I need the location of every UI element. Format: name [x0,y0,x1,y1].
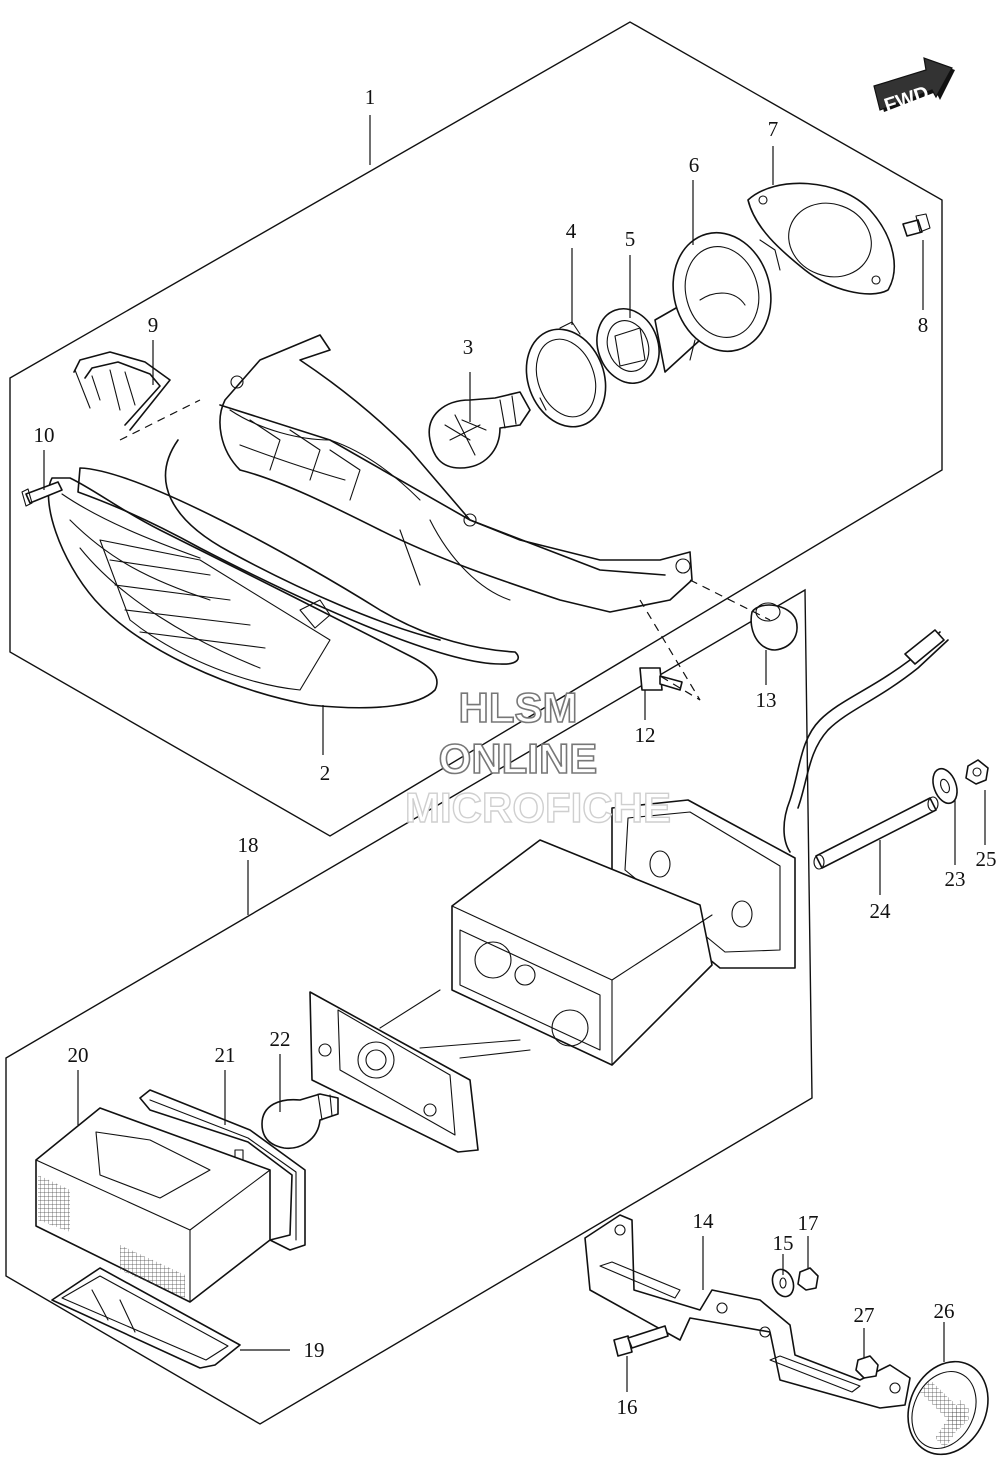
callout-leaders [43,115,986,1392]
part-1-housing [219,334,693,613]
part-26-cap [907,1360,989,1456]
callout-27: 27 [854,1303,875,1327]
callout-7: 7 [768,117,779,141]
wire-harness [783,629,949,853]
part-16-screw [613,1325,669,1357]
callout-23: 23 [945,867,966,891]
part-18-housing-box [451,839,713,1066]
part-18-mount-plate [611,799,796,969]
callout-17: 17 [798,1211,819,1235]
callout-12: 12 [635,723,656,747]
part-9-clip [73,351,171,431]
part-6-holder [672,231,781,361]
watermark: HLSM ONLINE MICROFICHE [404,683,671,832]
callout-21: 21 [215,1043,236,1067]
callout-1: 1 [365,85,376,109]
callout-25: 25 [976,847,997,871]
part-23-washer [932,767,958,805]
part-3-bulb [428,391,531,469]
part-22-bulb [261,1093,339,1149]
assembly-frame-1 [9,21,943,837]
callout-19: 19 [304,1338,325,1362]
callout-9: 9 [148,313,159,337]
callout-2: 2 [320,761,331,785]
callout-24: 24 [870,899,892,923]
callout-26: 26 [934,1299,955,1323]
callout-6: 6 [689,153,700,177]
watermark-line-2: ONLINE [439,735,598,782]
callout-18: 18 [238,833,259,857]
callout-20: 20 [68,1043,89,1067]
part-2-lens [47,439,519,709]
callout-3: 3 [463,335,474,359]
assembly-frame-18 [5,588,813,1425]
part-8-bolt [902,213,931,237]
callout-8: 8 [918,313,929,337]
watermark-line-3: MICROFICHE [405,784,671,831]
watermark-line-1: HLSM [459,684,578,731]
assembly-guide-lines [119,399,771,701]
part-10-screw [21,481,63,507]
callout-15: 15 [773,1231,794,1255]
callout-labels: 1 2 3 4 5 6 7 8 9 10 12 13 14 15 16 17 1… [34,85,997,1419]
part-15-washer [771,1268,795,1298]
part-27-nut [855,1355,879,1379]
part-18-socket-plate [309,989,531,1153]
callout-10: 10 [34,423,55,447]
callout-22: 22 [270,1027,291,1051]
callout-14: 14 [693,1209,715,1233]
callout-16: 16 [617,1395,638,1419]
part-25-nut [965,759,989,785]
part-17-nut [797,1267,819,1291]
callout-13: 13 [756,688,777,712]
callout-5: 5 [625,227,636,251]
callout-4: 4 [566,219,577,243]
part-21-gasket [139,1089,306,1251]
part-24-spacer [813,796,939,870]
part-19-reflector [51,1267,241,1369]
fwd-arrow-icon: FWD [873,57,955,117]
part-20-lens [35,1107,271,1303]
part-13-grommet [750,602,798,651]
part-7-gasket [747,182,895,295]
part-12-screw [639,667,683,691]
